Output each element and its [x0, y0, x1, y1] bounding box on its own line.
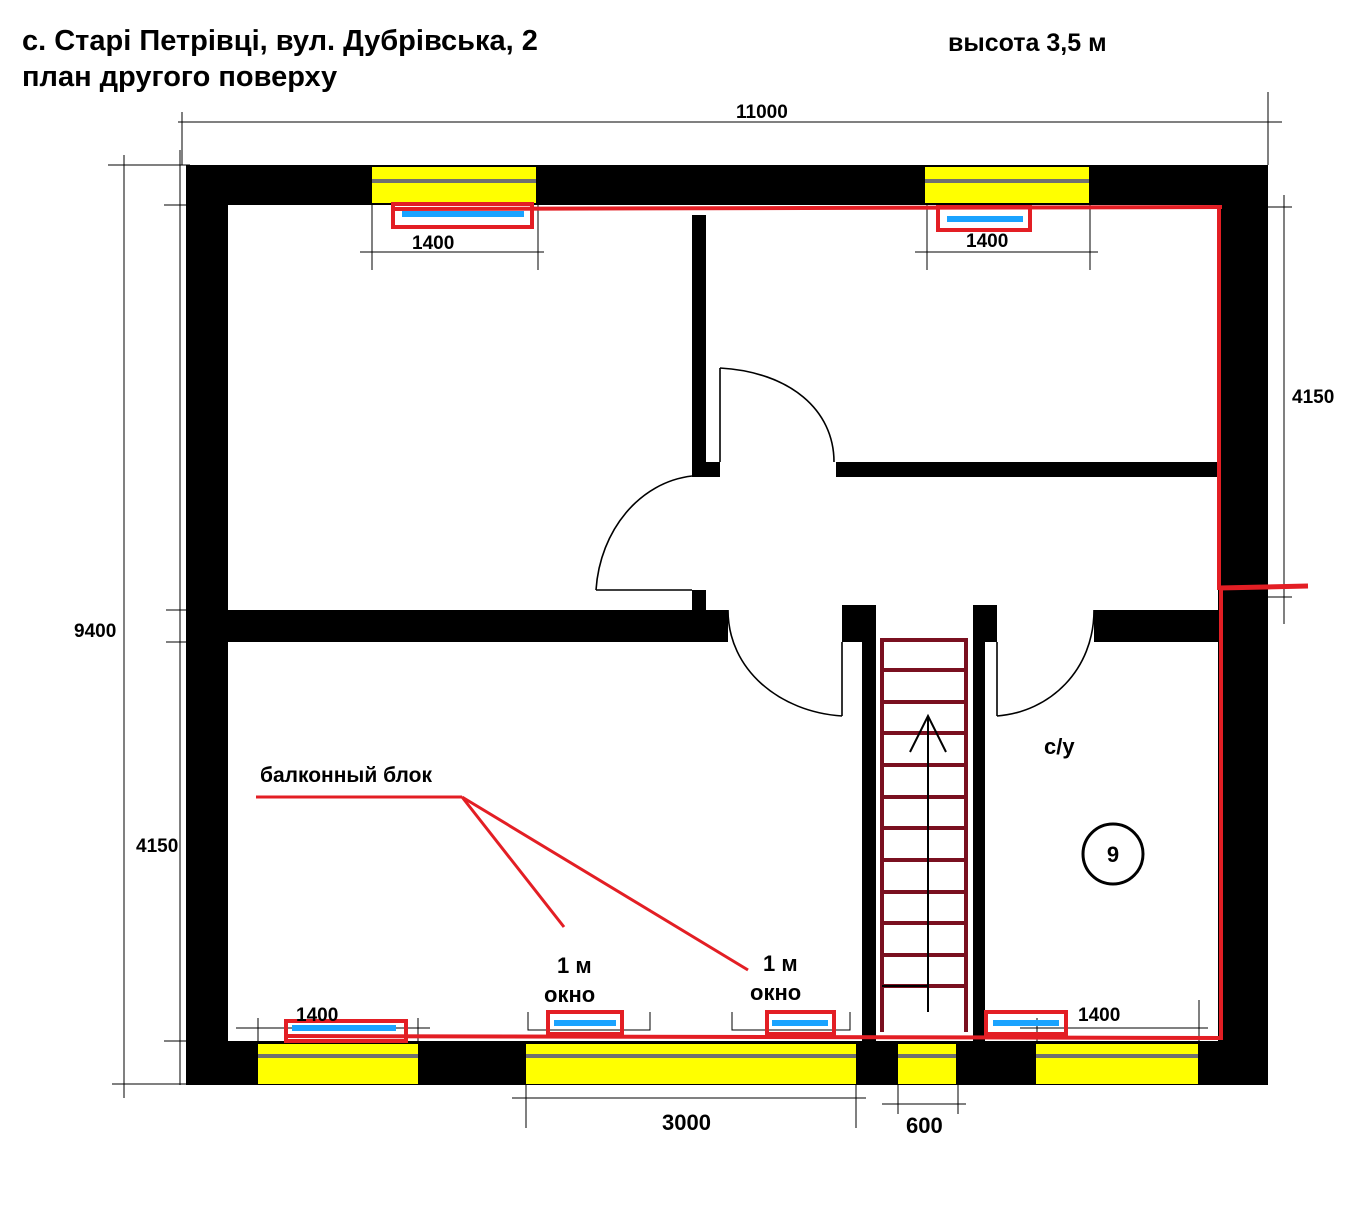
dim-total-height: 9400 — [74, 621, 116, 642]
dim-window-top-right: 1400 — [966, 231, 1008, 252]
dim-window-top-left: 1400 — [412, 233, 454, 254]
staircase — [880, 638, 968, 1032]
doors — [595, 367, 1095, 717]
windows — [258, 167, 1198, 1084]
label-one-meter-right: 1 м — [763, 951, 798, 976]
glass-panes — [292, 211, 1059, 1031]
label-window-right: окно — [750, 980, 801, 1005]
address-title: с. Старі Петрівці, вул. Дубрівська, 2 — [22, 25, 538, 57]
dim-left-lower: 4150 — [136, 836, 178, 857]
room-number-circle — [1081, 822, 1145, 886]
dim-balcony-width: 3000 — [662, 1110, 711, 1135]
dim-total-width: 11000 — [736, 102, 788, 123]
stair-arrow-icon — [882, 716, 929, 987]
label-one-meter-left: 1 м — [557, 953, 592, 978]
room-number: 9 — [1107, 842, 1119, 867]
dim-window-bottom-right: 1400 — [1078, 1005, 1120, 1026]
height-note: высота 3,5 м — [948, 29, 1107, 57]
dim-window-bottom-left: 1400 — [296, 1005, 338, 1026]
red-markings — [256, 202, 1309, 1043]
label-balcony-block: балконный блок — [260, 764, 432, 787]
label-window-left: окно — [544, 982, 595, 1007]
label-bathroom: с/у — [1044, 734, 1075, 759]
walls — [186, 165, 1268, 1085]
plan-title: план другого поверху — [22, 61, 337, 93]
dim-small-window: 600 — [906, 1113, 943, 1138]
dimension-lines — [108, 92, 1292, 1128]
dim-right-upper: 4150 — [1292, 387, 1334, 408]
